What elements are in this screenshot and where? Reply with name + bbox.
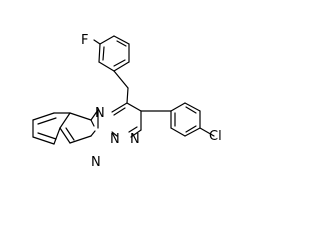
indazole-system	[32, 109, 99, 145]
bond	[69, 112, 92, 121]
chlorophenyl-ring	[140, 102, 215, 137]
bond	[185, 106, 197, 114]
bond	[98, 61, 115, 72]
bond	[111, 102, 128, 113]
bond	[185, 125, 197, 133]
bond	[184, 102, 201, 112]
nitrogen-label: N	[130, 132, 140, 147]
bond	[113, 61, 130, 72]
bond	[53, 127, 61, 145]
bond	[102, 46, 105, 61]
ch2-bond	[113, 70, 129, 89]
bond	[113, 107, 126, 116]
bond	[99, 35, 115, 45]
bond	[59, 127, 71, 144]
bond	[113, 59, 126, 67]
bond	[90, 109, 99, 121]
bond	[90, 119, 95, 127]
bond	[37, 132, 57, 140]
bond	[111, 131, 118, 137]
bond	[32, 112, 55, 121]
bond	[98, 43, 101, 63]
bond	[116, 40, 127, 47]
fluorophenyl-ring	[93, 35, 130, 72]
triazine-ring	[97, 102, 142, 138]
bond	[128, 126, 138, 133]
chlorine-label: Cl	[209, 129, 222, 144]
fluorine-label: F	[81, 33, 88, 48]
nitrogen-label: N	[91, 155, 101, 170]
nitrogen-label: N	[95, 106, 105, 121]
bond	[93, 39, 101, 45]
bond	[113, 35, 130, 45]
bond	[184, 127, 201, 137]
bond	[126, 102, 142, 112]
bond	[170, 127, 186, 137]
bond	[65, 127, 75, 141]
ch2-bond	[126, 87, 129, 104]
bond	[130, 129, 142, 138]
bond	[32, 136, 55, 145]
bond	[170, 102, 186, 112]
bond	[59, 112, 71, 129]
molecule-structure: F Cl N N N N	[32, 33, 222, 170]
bond	[90, 130, 96, 137]
nitrogen-label: N	[110, 132, 120, 147]
bond	[69, 135, 92, 144]
bond	[37, 117, 57, 125]
bond	[199, 127, 215, 137]
